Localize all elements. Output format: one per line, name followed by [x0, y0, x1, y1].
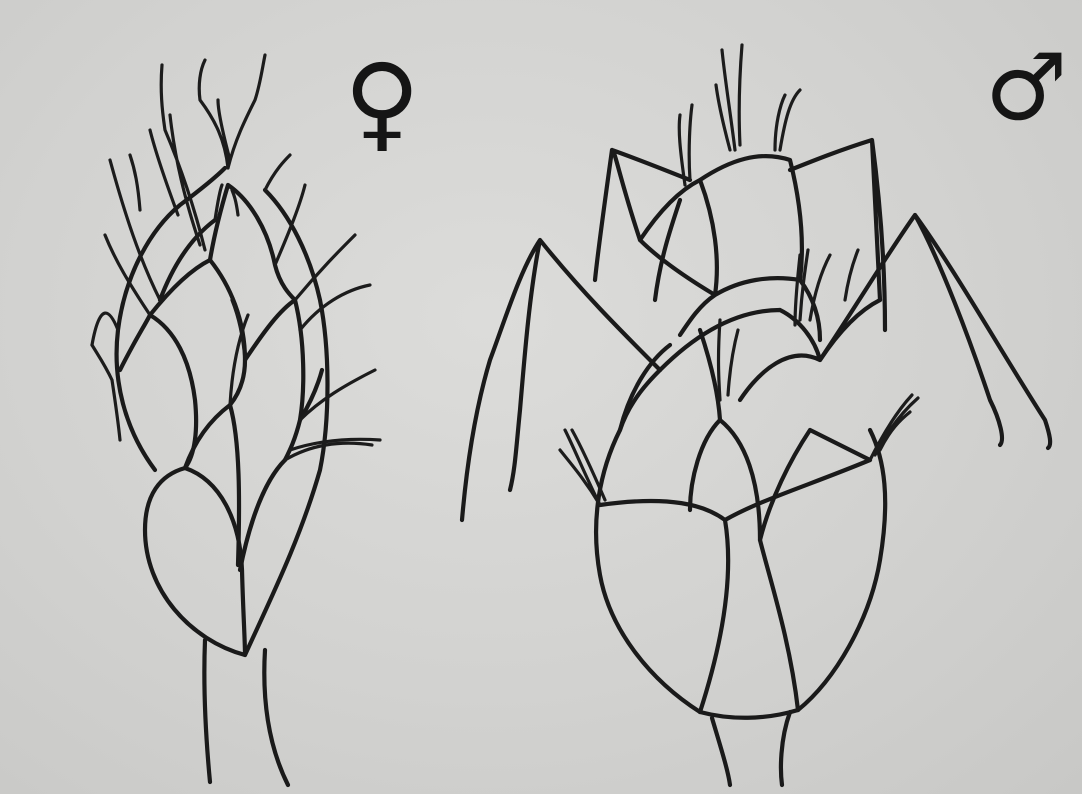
female-cone-drawing — [92, 55, 380, 785]
female-scale-lines-4 — [120, 220, 322, 420]
female-tip-bristles-mid — [92, 185, 248, 440]
male-symbol-label: ♂ — [985, 42, 1067, 134]
female-tip-bristles-top — [199, 55, 265, 168]
male-stem — [712, 712, 790, 785]
male-mid-bracts — [690, 420, 870, 540]
female-symbol-label: ♀ — [344, 50, 420, 154]
male-cone-drawing — [462, 45, 1050, 785]
male-upper-bracts — [620, 300, 880, 430]
female-tip-bristles-left — [92, 65, 205, 345]
male-base-ring — [700, 710, 798, 718]
male-outline-left — [596, 370, 700, 712]
female-scale-lines-1 — [185, 405, 285, 570]
male-top-bracts — [640, 156, 820, 340]
male-tip-bristles-right — [870, 395, 918, 460]
male-tip-bristles-mid — [719, 250, 859, 400]
female-tip-bristles-right — [265, 155, 380, 460]
female-stem — [204, 640, 288, 785]
male-left-sporophyll-1 — [462, 240, 660, 520]
female-lower-bract — [145, 468, 245, 655]
male-right-sporophyll-1 — [820, 215, 1050, 448]
male-right-sporophyll-2 — [790, 140, 885, 330]
female-right-outline — [245, 190, 328, 655]
male-tip-bristles-top — [679, 45, 800, 185]
